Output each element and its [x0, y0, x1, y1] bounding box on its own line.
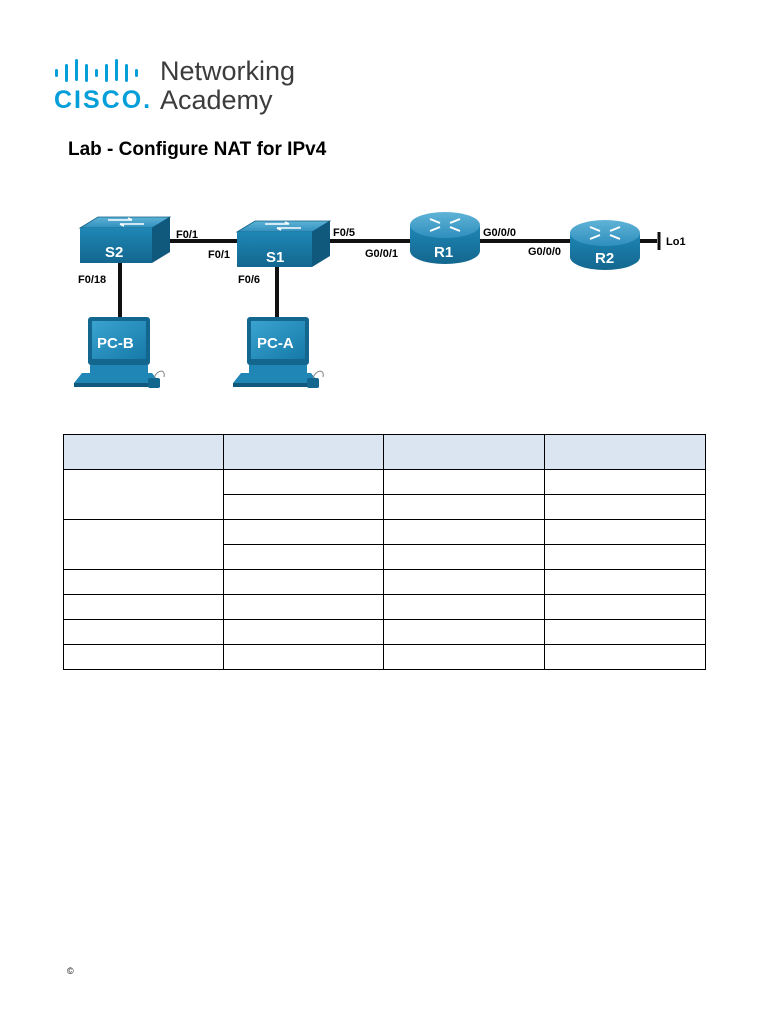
table-cell: [383, 494, 545, 520]
table-cell-device: [63, 519, 224, 570]
cisco-bridge-bars-icon: [55, 59, 138, 82]
port-label-r1-g001: G0/0/1: [365, 248, 398, 260]
logo-networking-text: Networking: [160, 56, 296, 86]
table-row: [64, 494, 706, 520]
port-label-s1-f06: F0/6: [238, 274, 260, 286]
table-cell: [63, 569, 224, 595]
table-cell: [383, 619, 545, 645]
table-row: [63, 569, 706, 595]
table-header-cell: [223, 434, 384, 470]
page-title: Lab - Configure NAT for IPv4: [68, 139, 327, 160]
table-cell: [544, 644, 706, 670]
table-row: [63, 619, 706, 645]
table-cell: [544, 519, 706, 545]
table-header-cell: [63, 434, 224, 470]
table-cell: [63, 594, 224, 620]
router-r1-icon: R1: [410, 212, 480, 264]
table-cell: [223, 544, 384, 570]
router-r2-icon: R2: [570, 220, 640, 270]
port-label-s1-f01: F0/1: [208, 249, 230, 261]
table-cell: [383, 519, 545, 545]
device-label-pc-b: PC-B: [97, 335, 134, 352]
copyright-notice: ©: [67, 966, 74, 976]
table-cell: [544, 569, 706, 595]
table-cell: [544, 494, 706, 520]
table-row: [63, 469, 706, 520]
table-cell-device: [63, 469, 224, 520]
table-row: [64, 544, 706, 570]
table-cell: [223, 519, 384, 545]
table-cell: [223, 469, 384, 495]
table-cell: [544, 594, 706, 620]
table-cell: [383, 569, 545, 595]
device-label-r2: R2: [595, 250, 614, 267]
table-cell: [544, 619, 706, 645]
logo-academy-text: Academy: [160, 85, 273, 115]
table-cell: [63, 644, 224, 670]
port-label-s2-f01: F0/1: [176, 229, 198, 241]
switch-s2-icon: S2: [78, 216, 172, 263]
interface-label-lo1: Lo1: [666, 236, 686, 248]
network-topology-diagram: S2 S1 R1 R2: [74, 212, 686, 388]
port-label-r2-g000: G0/0/0: [528, 246, 561, 258]
port-label-s2-f018: F0/18: [78, 274, 106, 286]
table-cell: [544, 544, 706, 570]
device-label-s2: S2: [105, 244, 123, 261]
table-row: [63, 644, 706, 670]
table-cell: [383, 594, 545, 620]
addressing-table: [63, 434, 706, 670]
device-label-s1: S1: [266, 249, 284, 266]
table-row: [63, 519, 706, 570]
cisco-networking-academy-logo: CISCO. Networking Academy: [54, 56, 304, 118]
table-cell: [383, 469, 545, 495]
table-cell: [223, 644, 384, 670]
table-header-cell: [383, 434, 545, 470]
pc-b-icon: PC-B: [74, 317, 165, 388]
table-cell: [383, 644, 545, 670]
cisco-wordmark: CISCO.: [54, 86, 153, 114]
switch-s1-icon: S1: [235, 220, 332, 267]
port-label-r1-g000: G0/0/0: [483, 227, 516, 239]
port-label-s1-f05: F0/5: [333, 227, 355, 239]
table-header-row: [63, 434, 706, 470]
table-cell: [63, 619, 224, 645]
device-label-pc-a: PC-A: [257, 335, 294, 352]
table-cell: [383, 544, 545, 570]
table-header-cell: [544, 434, 706, 470]
device-label-r1: R1: [434, 244, 453, 261]
table-cell: [223, 494, 384, 520]
pc-a-icon: PC-A: [233, 317, 324, 388]
table-cell: [223, 569, 384, 595]
table-cell: [223, 594, 384, 620]
table-cell: [544, 469, 706, 495]
table-cell: [223, 619, 384, 645]
table-row: [63, 594, 706, 620]
